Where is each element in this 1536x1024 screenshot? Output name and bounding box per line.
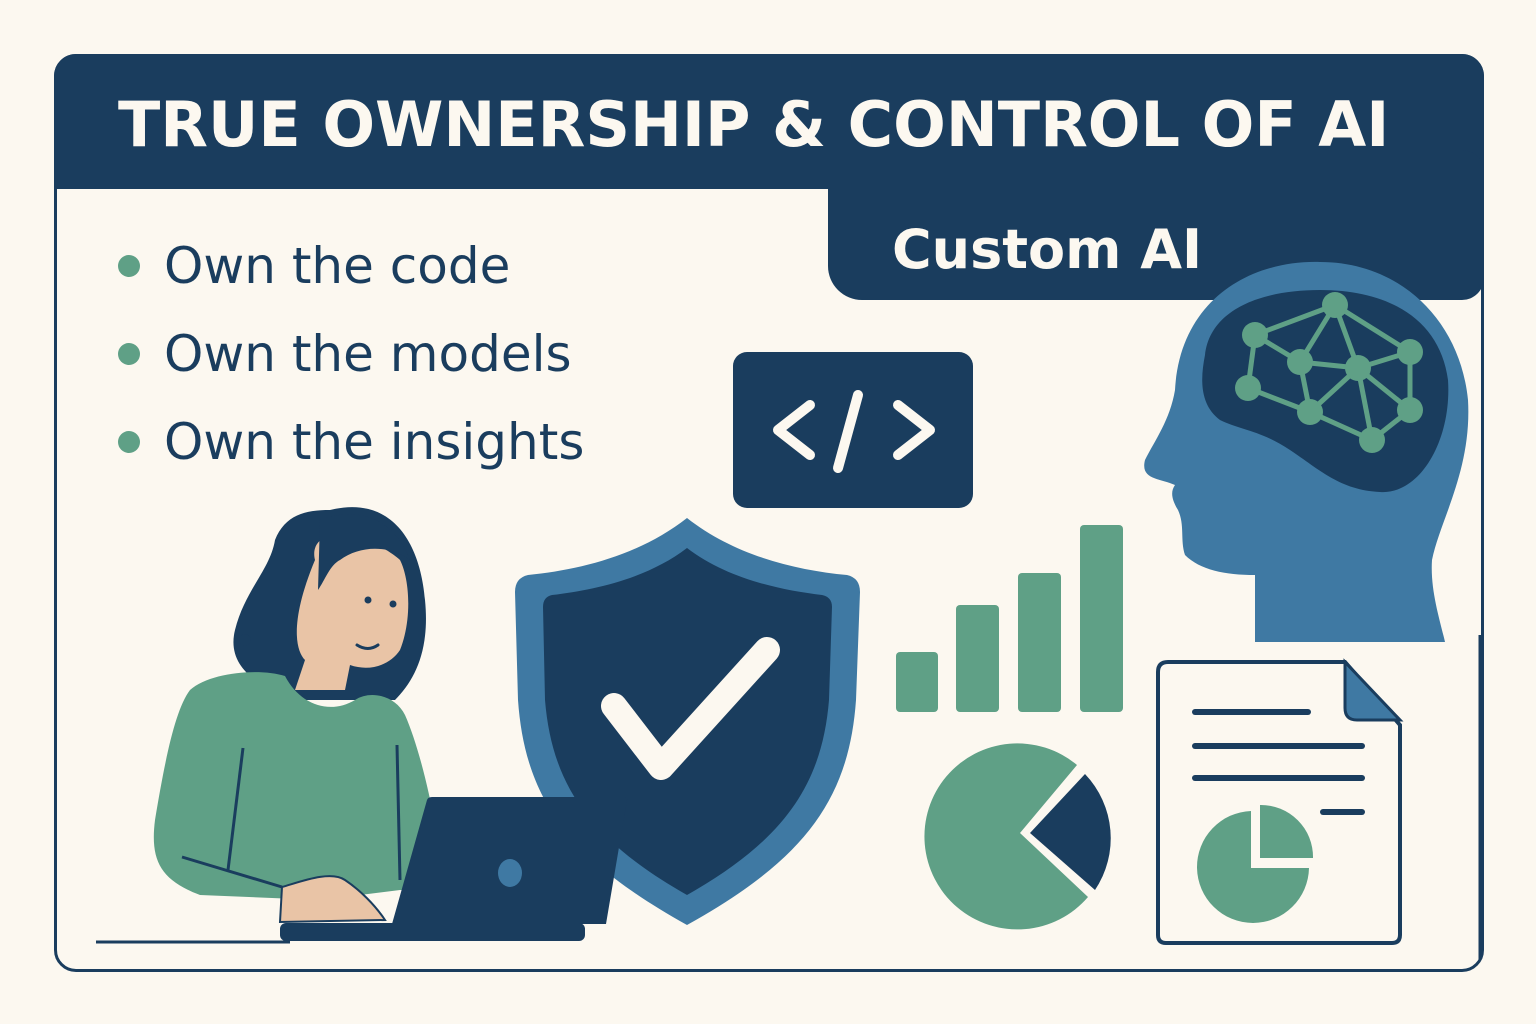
bullet-dot-icon	[118, 431, 140, 453]
page-title: TRUE OWNERSHIP & CONTROL OF AI	[118, 88, 1390, 161]
ai-brain-head-icon	[1144, 261, 1469, 642]
list-item: Own the code	[118, 222, 584, 310]
bullet-dot-icon	[118, 343, 140, 365]
bullet-dot-icon	[118, 255, 140, 277]
report-document-icon	[1156, 658, 1404, 945]
pie-chart-icon	[924, 743, 1111, 930]
list-item: Own the insights	[118, 398, 584, 486]
ownership-list: Own the code Own the models Own the insi…	[118, 222, 584, 486]
list-item: Own the models	[118, 310, 584, 398]
custom-ai-label: Custom AI	[892, 218, 1203, 281]
code-brackets-icon	[733, 352, 973, 508]
woman-at-laptop-illustration	[96, 507, 628, 944]
bar-chart-icon	[896, 525, 1123, 712]
